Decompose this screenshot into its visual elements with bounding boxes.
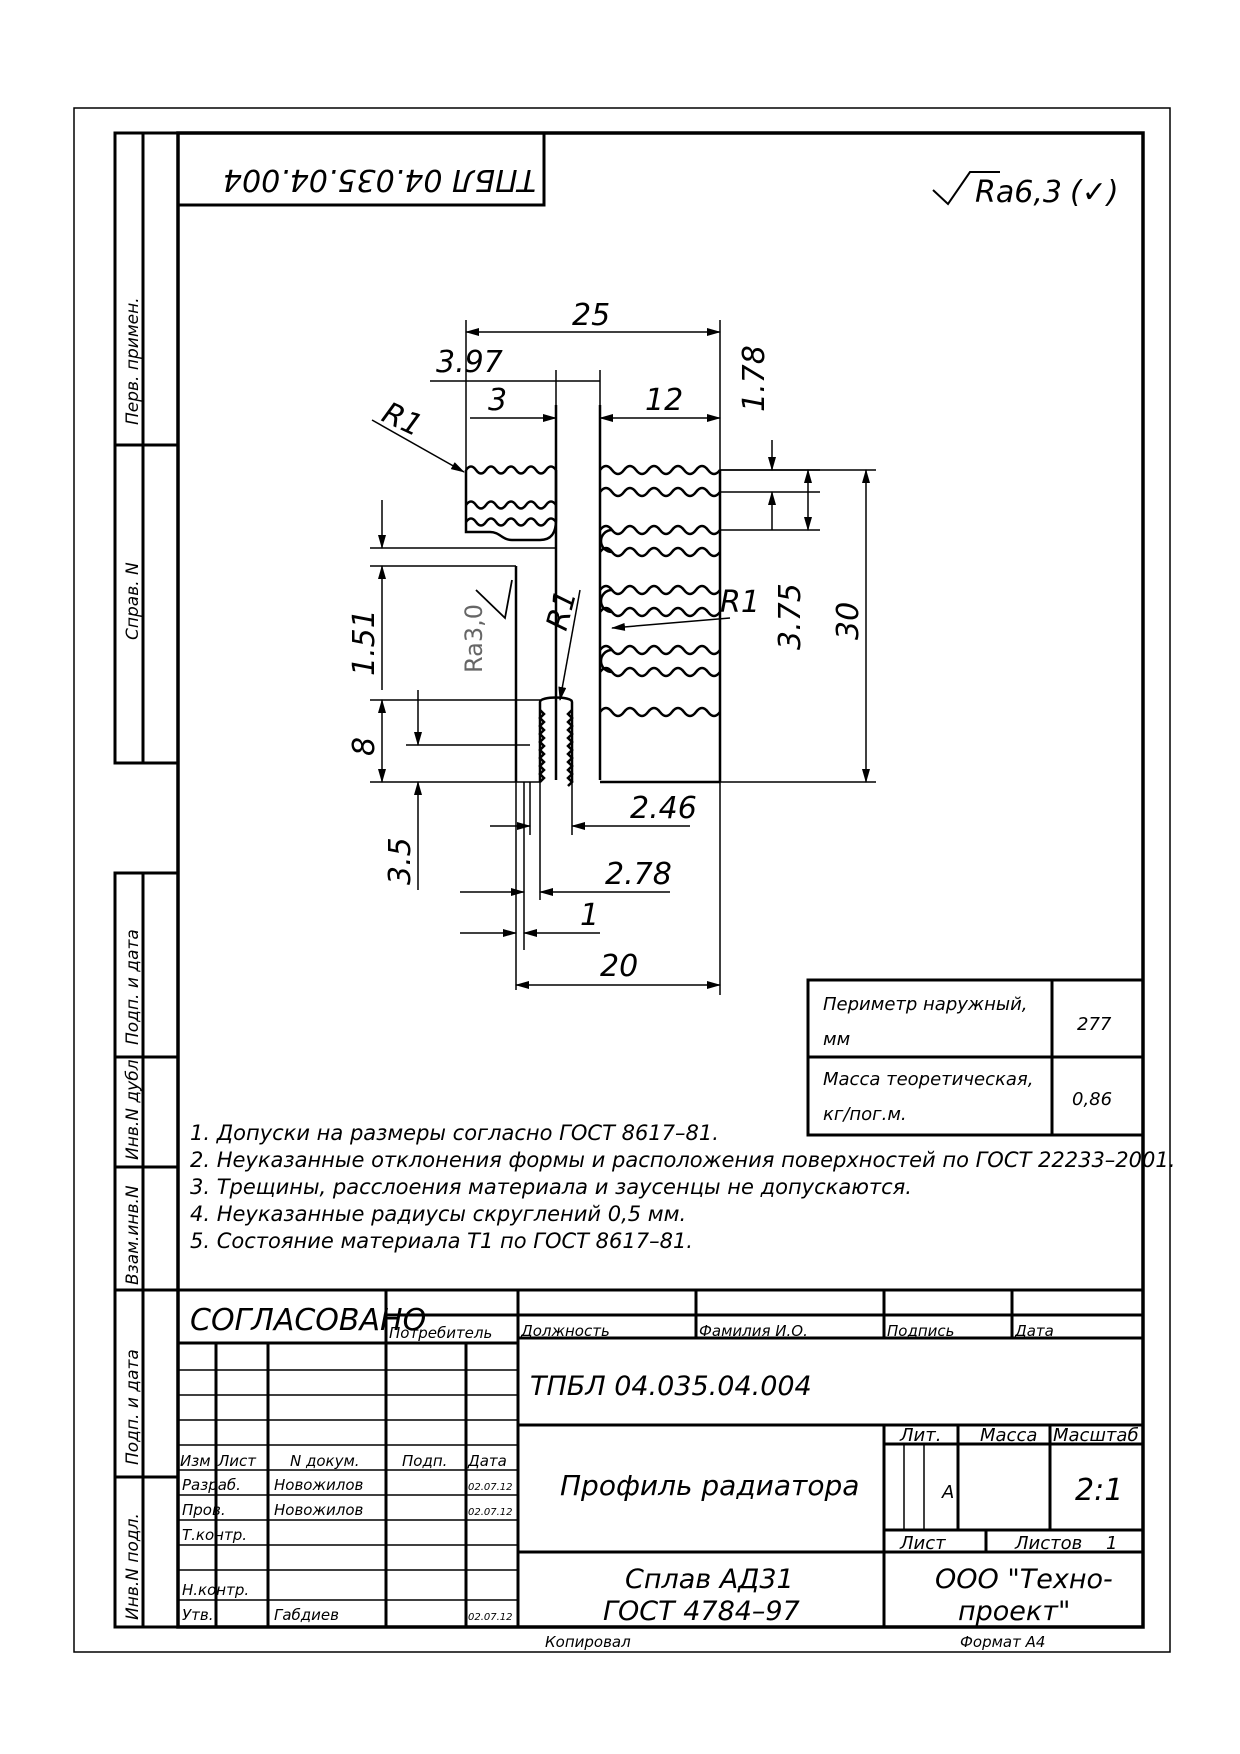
prop-mass-label-2: кг/пог.м. — [823, 1104, 907, 1125]
outer-frame — [73, 107, 1171, 1653]
material-line-2: ГОСТ 4784–97 — [603, 1596, 800, 1627]
kopiroval: Копировал — [545, 1633, 631, 1651]
roughness-general: Ra6,3 — [975, 175, 1062, 210]
soglasovano: СОГЛАСОВАНО — [190, 1303, 426, 1338]
massa-label: Масса — [980, 1425, 1037, 1446]
side-label-podp-data-1: Подп. и дата — [123, 929, 143, 1045]
razrab-name: Новожилов — [274, 1476, 364, 1494]
side-label-sprav: Справ. N — [123, 562, 143, 640]
material-line-1: Сплав АД31 — [625, 1564, 794, 1595]
side-label-podp-data-2: Подп. и дата — [123, 1349, 143, 1465]
razrab-date: 02.07.12 — [468, 1482, 513, 1493]
properties-table — [806, 978, 1145, 1137]
note-1: 1. Допуски на размеры согласно ГОСТ 8617… — [190, 1121, 719, 1145]
lit-label: Лит. — [899, 1425, 941, 1446]
roughness-general-extra: (✓) — [1070, 175, 1119, 210]
listov-label: Листов — [1014, 1533, 1082, 1554]
side-label-perv-primen: Перв. примен. — [123, 297, 143, 425]
dim-1-51: 1.51 — [347, 609, 382, 676]
role-n-kontr: Н.контр. — [182, 1581, 249, 1599]
roughness-local: Ra3,0 — [460, 604, 488, 673]
company-line-2: проект" — [958, 1596, 1070, 1627]
role-razrab: Разраб. — [182, 1476, 241, 1494]
format: Формат А4 — [960, 1633, 1045, 1651]
note-2: 2. Неуказанные отклонения формы и распол… — [190, 1148, 1175, 1172]
prop-mass-label-1: Масса теоретическая, — [823, 1069, 1033, 1090]
dim-1-78: 1.78 — [737, 345, 772, 412]
left-strip-bottom — [113, 871, 180, 1629]
scale-value: 2:1 — [1075, 1473, 1123, 1508]
profile-outline — [464, 405, 722, 787]
left-strip-top — [113, 131, 180, 765]
role-utv: Утв. — [182, 1606, 214, 1624]
dim-20: 20 — [600, 949, 638, 984]
general-roughness-symbol: Ra6,3 (✓) — [932, 171, 1119, 210]
dim-12: 12 — [645, 383, 683, 418]
hdr-podpis: Подпись — [887, 1322, 954, 1340]
hdr-potrebitel: Потребитель — [389, 1324, 492, 1342]
local-roughness-symbol: Ra3,0 — [460, 579, 513, 673]
dim-2-46: 2.46 — [630, 791, 697, 826]
dim-3-5: 3.5 — [383, 837, 418, 885]
dim-r1-right: R1 — [720, 585, 760, 620]
dim-r1-mid: R1 — [540, 586, 584, 634]
company-line-1: ООО "Техно- — [935, 1564, 1113, 1595]
dimension-lines — [370, 320, 876, 995]
hdr-familiya: Фамилия И.О. — [699, 1322, 808, 1340]
role-t-kontr: Т.контр. — [182, 1526, 247, 1544]
dim-30: 30 — [831, 602, 866, 640]
hdr-date: Дата — [467, 1452, 507, 1470]
dim-3-97: 3.97 — [436, 345, 503, 380]
note-3: 3. Трещины, расслоения материала и заусе… — [190, 1175, 912, 1199]
rotated-drawing-code: ТПБЛ 04.035.04.004 — [223, 162, 536, 197]
side-label-inv-podl: Инв.N подл. — [123, 1513, 143, 1620]
masshtab-label: Масштаб — [1053, 1425, 1139, 1446]
part-name: Профиль радиатора — [560, 1469, 859, 1502]
dim-8: 8 — [347, 737, 382, 756]
dim-3-75: 3.75 — [773, 583, 808, 650]
hdr-n-dokum: N докум. — [290, 1452, 360, 1470]
note-4: 4. Неуказанные радиусы скруглений 0,5 мм… — [190, 1202, 686, 1226]
hdr-dolzhnost: Должность — [520, 1322, 610, 1340]
hdr-podp: Подп. — [402, 1452, 447, 1470]
rotated-code-box: ТПБЛ 04.035.04.004 — [176, 131, 546, 207]
title-block-grid — [178, 1288, 1143, 1627]
note-5: 5. Состояние материала Т1 по ГОСТ 8617–8… — [190, 1229, 693, 1253]
utv-name: Габдиев — [274, 1606, 339, 1624]
role-prov: Пров. — [182, 1501, 226, 1519]
prop-mass-value: 0,86 — [1072, 1089, 1112, 1110]
side-label-vzam-inv: Взам.инв.N — [123, 1185, 143, 1285]
designation: ТПБЛ 04.035.04.004 — [530, 1371, 812, 1402]
prov-date: 02.07.12 — [468, 1507, 513, 1518]
prop-perimeter-label-1: Периметр наружный, — [823, 994, 1028, 1015]
dim-r1-top: R1 — [377, 396, 428, 445]
dim-25: 25 — [572, 298, 610, 333]
title-block-thin-grid — [178, 1338, 925, 1601]
prop-perimeter-label-2: мм — [823, 1029, 850, 1050]
list-label: Лист — [899, 1533, 946, 1554]
prop-perimeter-value: 277 — [1077, 1014, 1112, 1035]
listov-value: 1 — [1106, 1533, 1117, 1554]
hdr-izm: Изм — [180, 1452, 211, 1470]
dim-3: 3 — [488, 383, 507, 418]
lit-value: А — [941, 1482, 954, 1503]
utv-date: 02.07.12 — [468, 1612, 513, 1623]
side-label-inv-dubl: Инв.N дубл. — [123, 1054, 143, 1160]
prov-name: Новожилов — [274, 1501, 364, 1519]
hdr-list: Лист — [217, 1452, 257, 1470]
dim-2-78: 2.78 — [605, 857, 672, 892]
hdr-data: Дата — [1014, 1322, 1054, 1340]
dim-1: 1 — [580, 898, 599, 933]
